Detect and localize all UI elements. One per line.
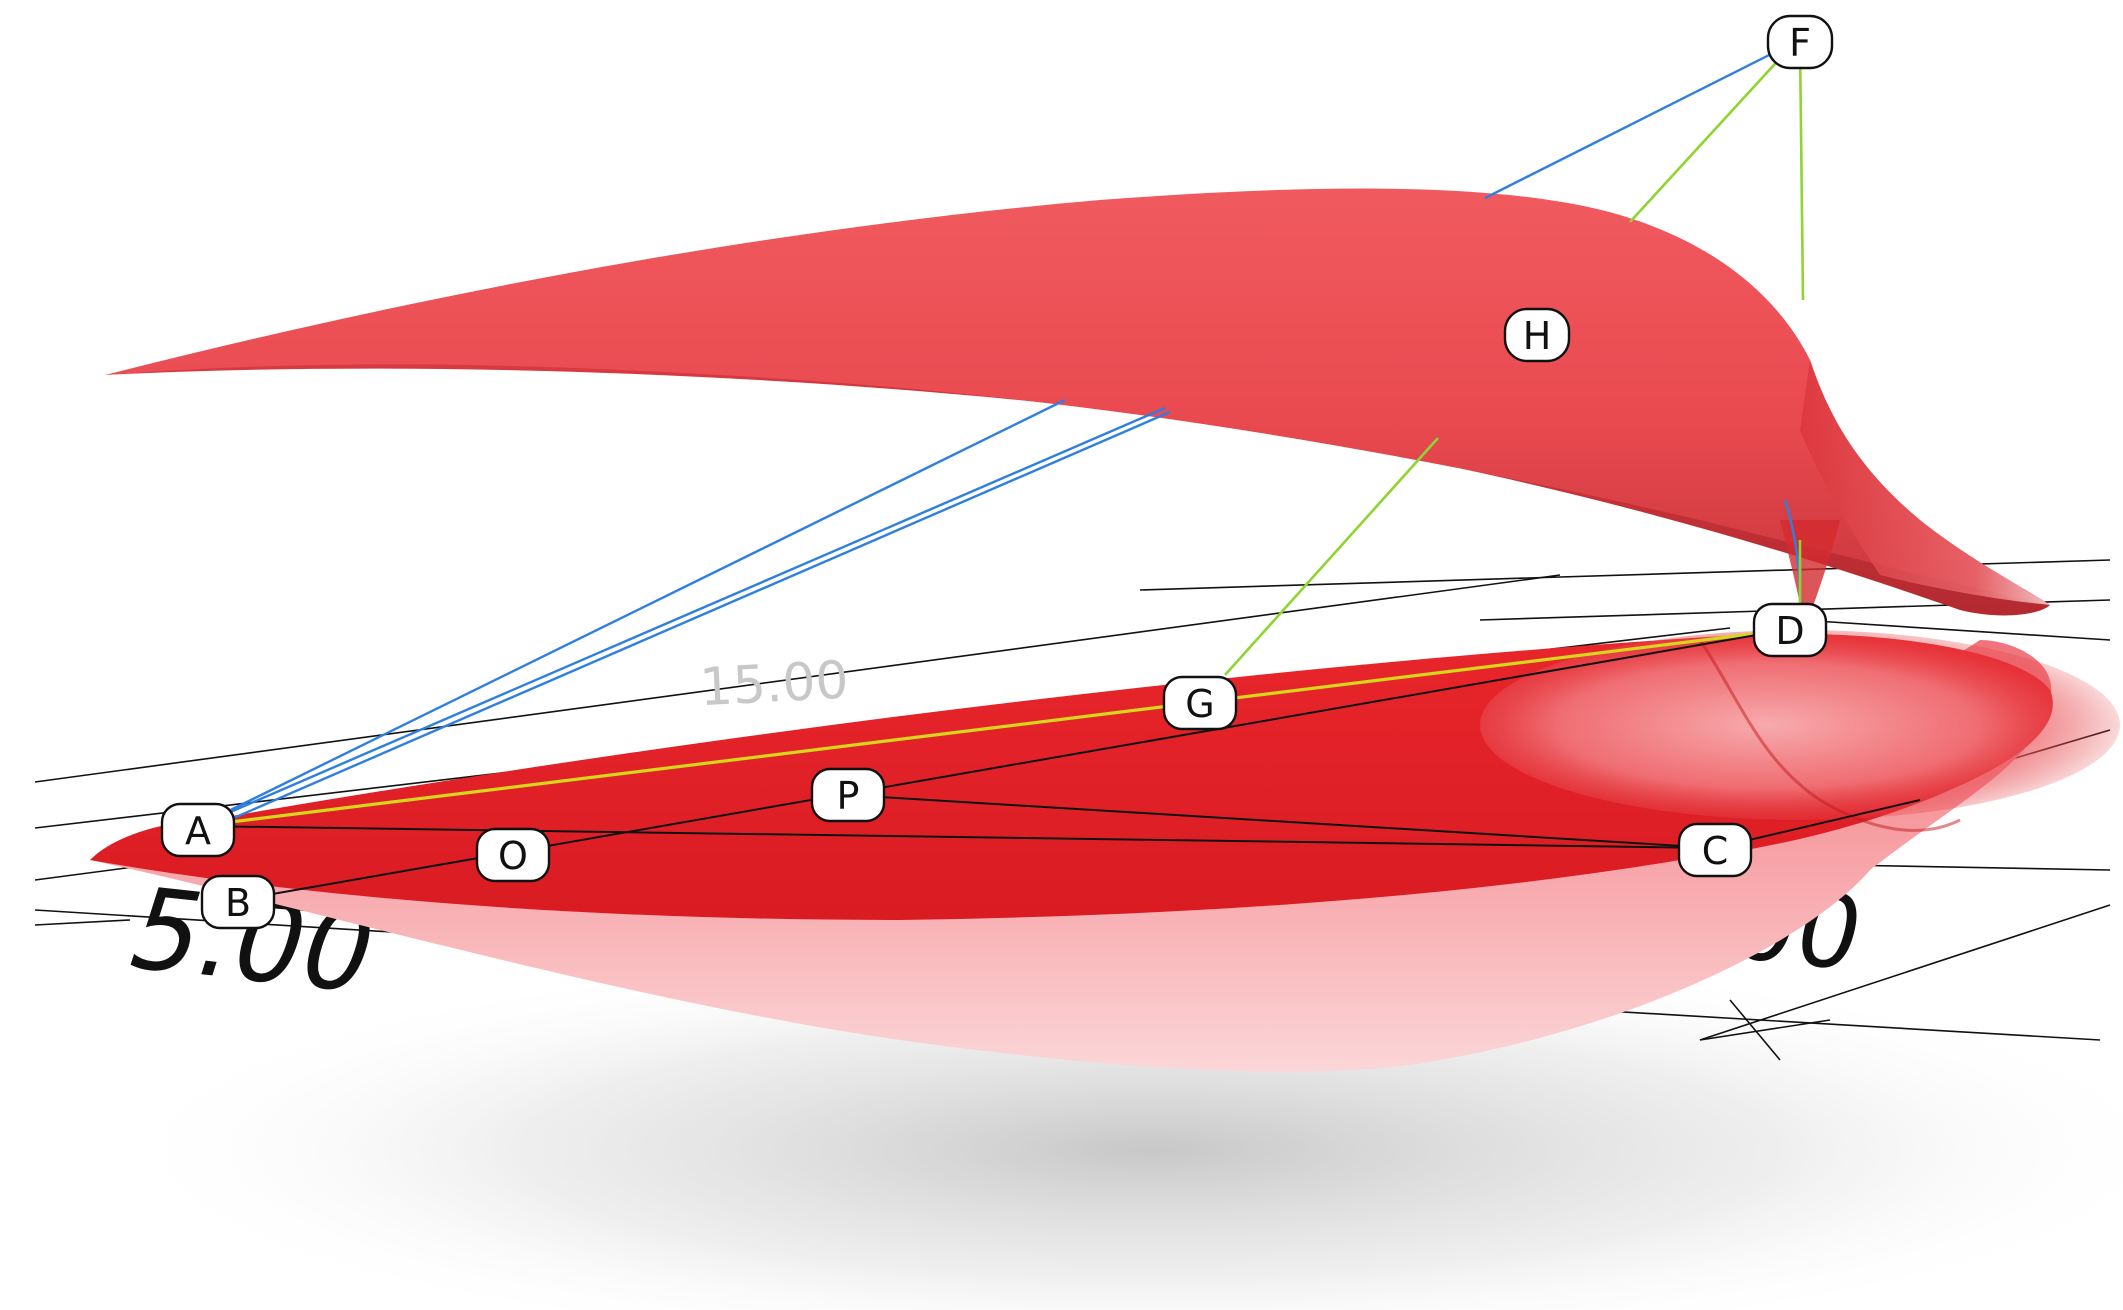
point-H-text: H	[1523, 314, 1552, 358]
upper-surface	[105, 188, 2050, 605]
point-O-text: O	[498, 834, 528, 878]
dim-label-back: 15.00	[698, 650, 850, 718]
point-A-text: A	[185, 809, 211, 853]
point-label-H[interactable]: H	[1503, 307, 1571, 363]
point-label-O[interactable]: O	[475, 827, 551, 883]
point-C-text: C	[1702, 829, 1729, 873]
point-F-text: F	[1789, 21, 1811, 65]
point-B-text: B	[225, 881, 251, 925]
point-label-D[interactable]: D	[1752, 602, 1828, 658]
control-lines-green	[1224, 41, 1805, 676]
surface-bulge-highlight	[1480, 630, 2120, 820]
chord-line-A-D	[197, 628, 1786, 828]
point-D-text: D	[1775, 609, 1804, 653]
upper-surface-tip	[1800, 360, 2050, 605]
point-G-text: G	[1185, 682, 1214, 726]
point-label-G[interactable]: G	[1162, 675, 1238, 731]
point-label-A[interactable]: A	[160, 802, 236, 858]
control-lines-blue	[197, 40, 1802, 832]
surface-crease	[1698, 639, 1961, 832]
point-label-F[interactable]: F	[1766, 14, 1834, 70]
point-labels: A B C D F G H O	[160, 14, 1834, 930]
point-label-C[interactable]: C	[1677, 822, 1753, 878]
ground-shadow	[100, 940, 2123, 1310]
point-label-P[interactable]: P	[810, 767, 886, 823]
point-P-text: P	[837, 774, 860, 818]
point-label-B[interactable]: B	[200, 874, 276, 930]
